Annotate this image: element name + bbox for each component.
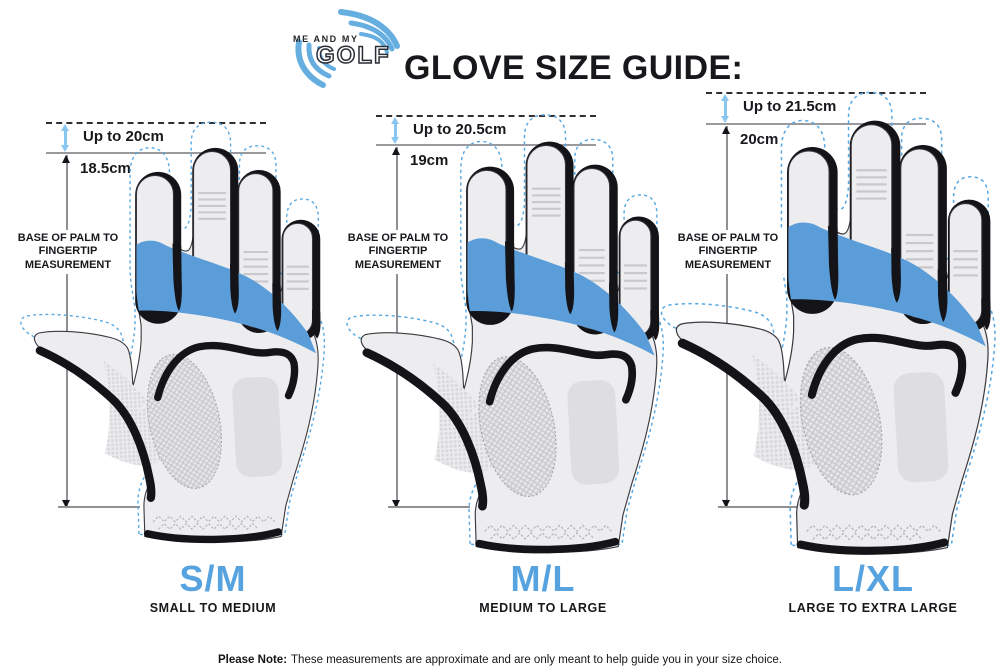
glove-length-label: 19cm [410, 152, 449, 169]
glove-top-line [706, 123, 926, 125]
max-length-dashed-line [46, 122, 266, 124]
size-code: M/L [510, 558, 576, 599]
measurement-line [723, 126, 730, 508]
glove-illustration [339, 104, 670, 565]
palm-base-tick [718, 506, 800, 508]
max-length-dashed-line [376, 115, 596, 117]
max-length-label: Up to 20.5cm [413, 121, 507, 138]
size-panel-ml: Up to 20.5cm 19cm BASE OF PALM TO FINGER… [338, 0, 668, 667]
logo-text-main: GOLF [315, 41, 391, 70]
logo-swoosh-icon [295, 9, 400, 88]
size-caption: M/L MEDIUM TO LARGE [393, 560, 693, 615]
size-caption: S/M SMALL TO MEDIUM [63, 560, 363, 615]
palm-base-tick [388, 506, 470, 508]
max-length-arrow [61, 124, 69, 152]
glove-length-label: 20cm [740, 131, 779, 148]
glove-illustration [653, 81, 1000, 567]
measurement-description: BASE OF PALM TO FINGERTIP MEASUREMENT [669, 230, 787, 275]
glove-length-label: 18.5cm [80, 160, 131, 177]
size-description: MEDIUM TO LARGE [479, 600, 607, 615]
size-code: L/XL [832, 558, 914, 599]
size-panel-lxl: Up to 21.5cm 20cm BASE OF PALM TO FINGER… [668, 0, 998, 667]
size-panel-sm: Up to 20cm 18.5cm BASE OF PALM TO FINGER… [8, 0, 338, 667]
footer-note: Please Note:These measurements are appro… [0, 654, 1000, 666]
glove-top-line [376, 144, 596, 146]
footer-note-text: These measurements are approximate and a… [291, 653, 782, 666]
size-caption: L/XL LARGE TO EXTRA LARGE [723, 560, 1000, 615]
logo-text-top: ME AND MY [293, 34, 359, 44]
page-title: GLOVE SIZE GUIDE: [404, 48, 744, 87]
footer-note-label: Please Note: [218, 653, 288, 666]
brand-logo: ME AND MY GOLF [283, 8, 403, 92]
max-length-arrow [391, 117, 399, 144]
measurement-description: BASE OF PALM TO FINGERTIP MEASUREMENT [339, 230, 457, 275]
size-description: SMALL TO MEDIUM [149, 600, 277, 615]
max-length-label: Up to 21.5cm [743, 98, 837, 115]
max-length-label: Up to 20cm [83, 128, 164, 145]
size-code: S/M [179, 558, 247, 599]
max-length-dashed-line [706, 92, 926, 94]
max-length-arrow [721, 94, 729, 123]
palm-base-tick [58, 506, 140, 508]
measurement-description: BASE OF PALM TO FINGERTIP MEASUREMENT [9, 230, 127, 275]
glove-illustration [13, 112, 331, 554]
glove-top-line [46, 152, 266, 154]
measurement-line [393, 147, 400, 508]
size-description: LARGE TO EXTRA LARGE [788, 600, 958, 615]
